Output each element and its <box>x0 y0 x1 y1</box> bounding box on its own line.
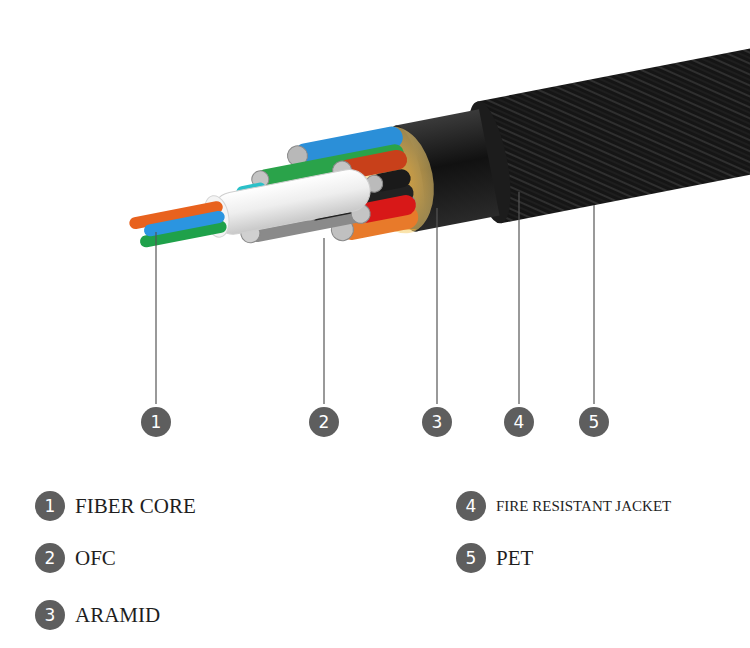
callout-number: 3 <box>35 600 65 630</box>
part-name: FIRE RESISTANT JACKET <box>496 498 671 515</box>
item-row: 5 PET <box>456 543 533 573</box>
callout-number: 4 <box>504 407 534 437</box>
item-row: 1 <box>141 407 171 437</box>
legend-item: 4 FIRE RESISTANT JACKET <box>456 491 671 521</box>
item-row: 5 <box>579 407 609 437</box>
part-name: OFC <box>75 546 116 571</box>
callout-number: 1 <box>141 407 171 437</box>
item-row: 2 <box>309 407 339 437</box>
part-name: PET <box>496 546 533 571</box>
item-row: 1 FIBER CORE <box>35 491 196 521</box>
item-row: 2 OFC <box>35 543 116 573</box>
legend-item: 2 OFC <box>35 543 116 573</box>
legend-item: 5 PET <box>456 543 533 573</box>
callout-number: 2 <box>309 407 339 437</box>
callout-number: 3 <box>422 407 452 437</box>
callout-number: 1 <box>141 407 171 437</box>
callout-number: 5 <box>456 543 486 573</box>
callout-number: 2 <box>35 543 65 573</box>
leader-lines <box>156 192 594 404</box>
item-row: 3 <box>422 407 452 437</box>
callout-number: 4 <box>504 407 534 437</box>
legend-item: 3 ARAMID <box>35 600 160 630</box>
item-row: 4 <box>504 407 534 437</box>
legend-item: 1 FIBER CORE <box>35 491 196 521</box>
item-row: 3 ARAMID <box>35 600 160 630</box>
part-name: ARAMID <box>75 603 160 628</box>
part-name: FIBER CORE <box>75 494 196 519</box>
callout-number: 2 <box>309 407 339 437</box>
callout-number: 5 <box>579 407 609 437</box>
callout-number: 5 <box>579 407 609 437</box>
item-row: 4 FIRE RESISTANT JACKET <box>456 491 671 521</box>
callout-number: 4 <box>456 491 486 521</box>
callout-number: 3 <box>422 407 452 437</box>
callout-number: 1 <box>35 491 65 521</box>
